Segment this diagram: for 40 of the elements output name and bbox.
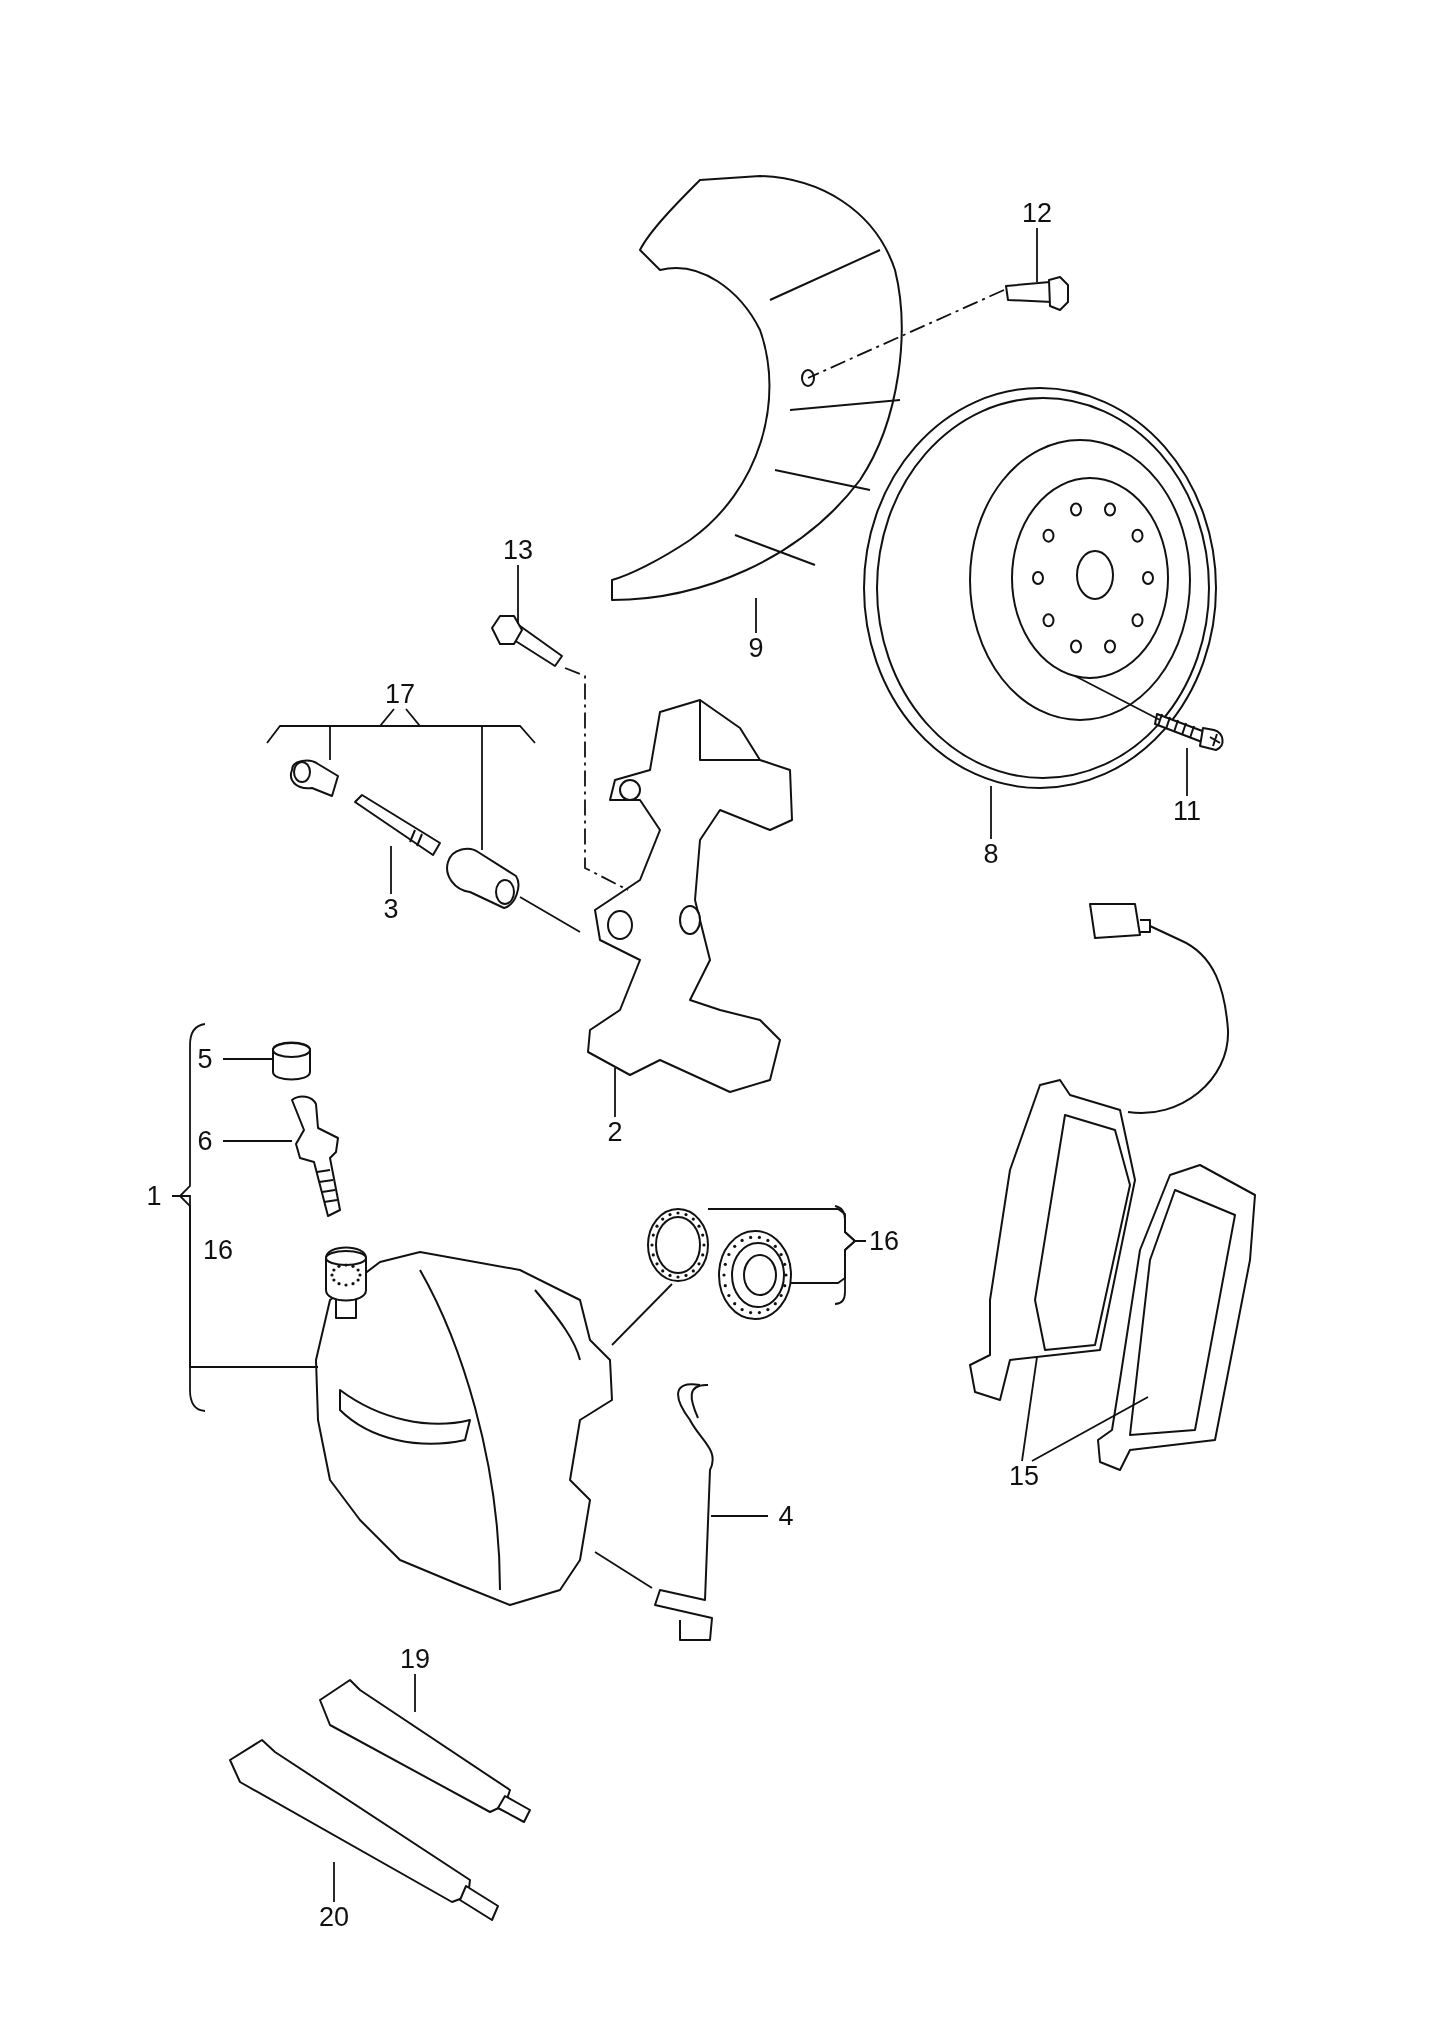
callout-number: 13 <box>500 535 536 565</box>
leader-line <box>329 708 395 761</box>
leader-line <box>1074 675 1161 721</box>
leader-line <box>519 896 581 933</box>
callout-number: 1 <box>136 1181 172 1211</box>
callout-number: 19 <box>397 1644 433 1674</box>
leader-line <box>390 845 392 895</box>
leader-line <box>611 1283 673 1346</box>
leader-line <box>1186 747 1188 797</box>
callout-number: 6 <box>187 1126 223 1156</box>
callout-number: 16 <box>201 1235 234 1265</box>
callout-number: 4 <box>768 1501 804 1531</box>
leader-line <box>405 708 483 851</box>
leader-line <box>755 597 757 634</box>
leader-line <box>222 1058 274 1060</box>
callout-number: 5 <box>187 1044 223 1074</box>
leader-line <box>710 1515 769 1517</box>
seal-ring-drawing <box>645 1206 712 1284</box>
leader-line <box>333 1861 335 1903</box>
callout-number: 11 <box>1169 796 1205 826</box>
callout-number: 9 <box>738 633 774 663</box>
callout-number: 12 <box>1019 198 1055 228</box>
assembly-line <box>807 289 1005 379</box>
callout-number: 2 <box>597 1117 633 1147</box>
leader-line <box>1021 1356 1038 1462</box>
callout-number: 20 <box>316 1902 352 1932</box>
callout-number: 8 <box>973 839 1009 869</box>
callout-number: 3 <box>373 894 409 924</box>
leader-line <box>1036 227 1038 283</box>
brake-disc-drawing <box>860 385 1220 790</box>
leader-line <box>594 1551 653 1589</box>
leader-line <box>414 1673 416 1713</box>
callout-number: 16 <box>866 1226 902 1256</box>
bolt-drawing <box>1003 274 1071 314</box>
callout-number: 17 <box>382 679 418 709</box>
leader-line <box>222 1140 293 1142</box>
callout-number: 15 <box>1006 1461 1042 1491</box>
leader-line <box>614 1067 616 1118</box>
leader-line <box>1031 1396 1149 1462</box>
leader-line <box>990 785 992 840</box>
